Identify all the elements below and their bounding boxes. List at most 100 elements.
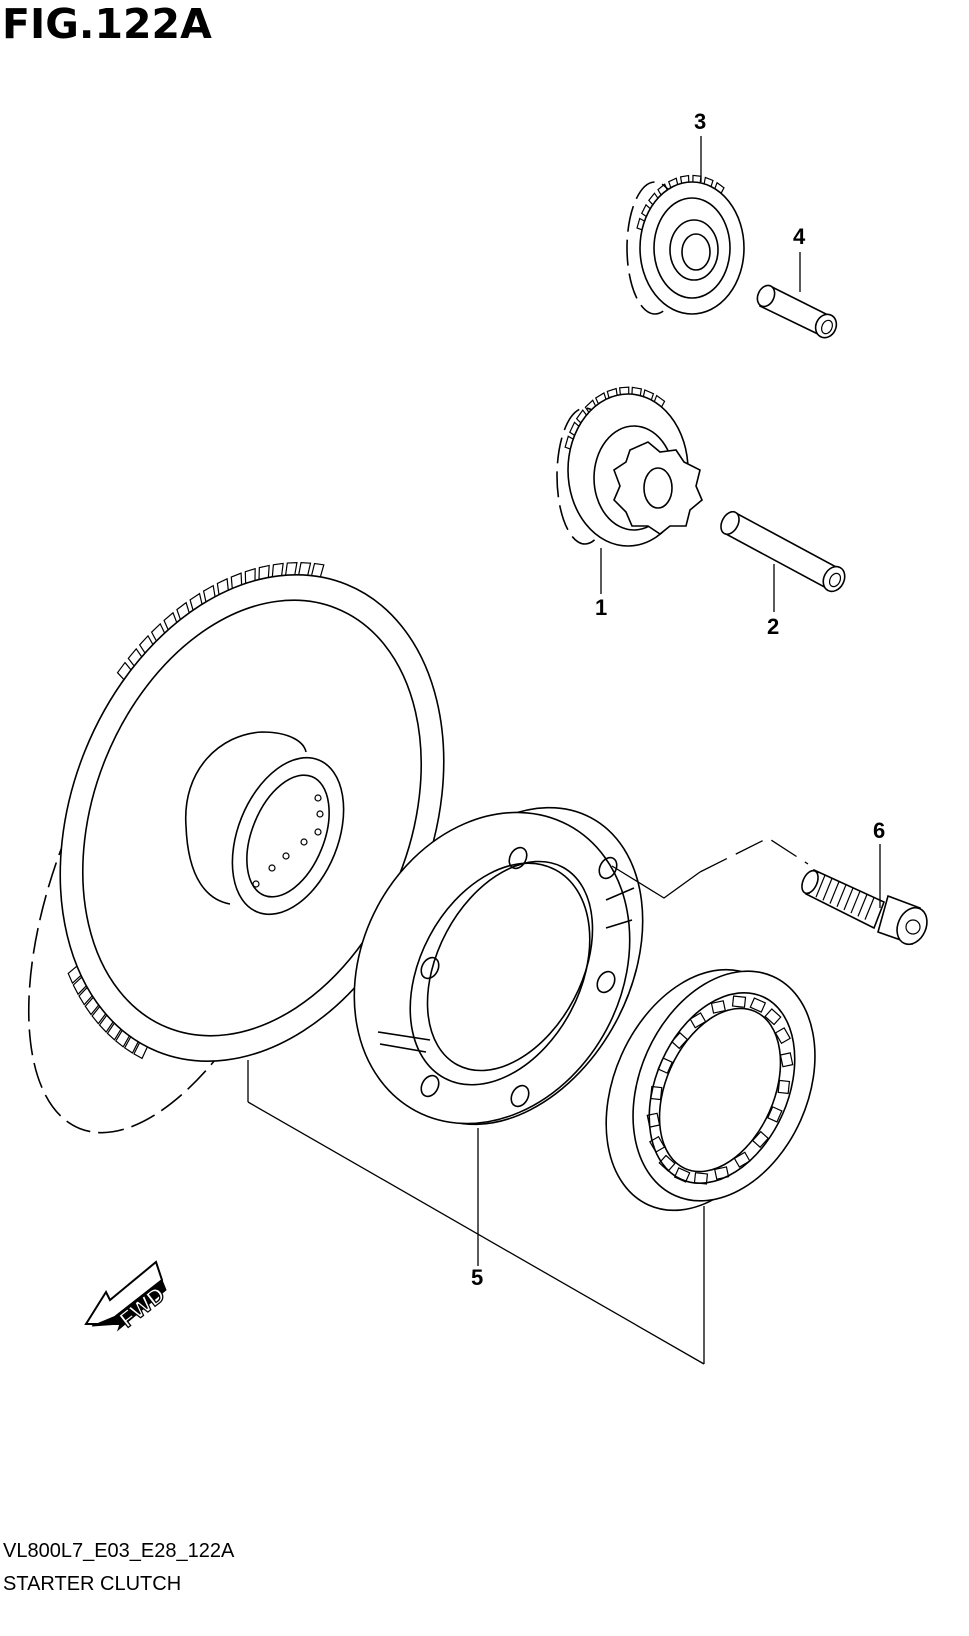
gear-tooth <box>98 1014 114 1034</box>
one-way-clutch[interactable] <box>570 940 849 1240</box>
gear-tooth <box>244 567 256 584</box>
gear-tooth <box>133 1042 148 1060</box>
gear-tooth <box>298 562 312 576</box>
shaft-short[interactable] <box>754 283 840 341</box>
callout-3: 3 <box>694 109 706 134</box>
callout-2: 2 <box>767 614 779 639</box>
bolt-thread <box>822 878 833 901</box>
clutch-roller <box>774 1027 791 1045</box>
clutch-roller <box>646 1112 661 1128</box>
gear-icon <box>556 386 703 547</box>
gear-tooth <box>176 601 190 620</box>
gear-tooth <box>115 1030 130 1048</box>
clutch-roller <box>749 997 767 1013</box>
gear-tooth <box>631 386 643 396</box>
clutch-roller <box>733 1151 751 1168</box>
figure-title: FIG.122A <box>2 0 212 48</box>
bolt-icon <box>801 868 928 946</box>
clutch-roller <box>731 995 747 1008</box>
gear-tooth <box>150 622 166 642</box>
gear-tooth <box>230 572 243 589</box>
callout-5: 5 <box>471 1265 483 1290</box>
gear-tooth <box>84 996 100 1016</box>
gear-tooth <box>657 183 668 196</box>
ring-icon <box>353 806 644 1126</box>
clutch-roller <box>710 1000 727 1014</box>
bolt-thread <box>857 894 868 917</box>
gear-tooth <box>258 564 270 580</box>
callout-1: 1 <box>595 595 607 620</box>
gear-tooth <box>138 634 154 654</box>
bearing-icon <box>605 968 816 1212</box>
idle-gear-no2[interactable] <box>626 174 745 315</box>
gear-tooth <box>636 217 645 231</box>
pin-icon <box>720 510 846 593</box>
clutch-roller <box>777 1079 791 1095</box>
clutch-roller <box>649 1135 666 1153</box>
gear-tooth <box>618 386 630 395</box>
fwd-direction-marker: FWD <box>84 1260 170 1333</box>
gear-tooth <box>642 389 655 401</box>
gear-tooth <box>564 435 574 450</box>
callout-labels: 3 4 1 2 6 5 <box>471 109 885 1290</box>
clutch-roller <box>670 1031 689 1050</box>
gear-tooth <box>714 181 725 194</box>
gear-tooth <box>67 965 82 985</box>
clutch-roller <box>673 1167 691 1183</box>
clutch-roller <box>658 1154 676 1172</box>
gear-tooth <box>271 562 284 577</box>
gear-tooth <box>72 976 87 996</box>
shaft-long[interactable] <box>717 509 849 596</box>
clutch-roller <box>657 1057 673 1074</box>
gear-tooth <box>648 192 659 206</box>
gear-tooth <box>667 177 679 188</box>
gear-tooth <box>106 1022 122 1041</box>
gear-tooth <box>569 421 580 436</box>
clutch-roller <box>779 1052 794 1068</box>
gear-tooth <box>310 562 325 578</box>
gear-tooth <box>653 394 666 408</box>
gear-tooth <box>679 174 690 184</box>
gear-tooth <box>116 661 132 680</box>
gear-icon <box>626 174 745 315</box>
bolt-thread <box>843 887 854 911</box>
gear-tooth <box>606 387 618 399</box>
callout-4: 4 <box>793 224 806 249</box>
gear-tooth <box>703 176 714 187</box>
starter-clutch-body[interactable] <box>301 762 695 1172</box>
gear-tooth <box>91 1006 107 1025</box>
clutch-roller <box>767 1106 783 1123</box>
clutch-roller <box>764 1008 782 1026</box>
gear-tooth <box>640 203 651 218</box>
clutch-roller <box>713 1166 730 1180</box>
bolt-thread <box>850 890 861 914</box>
gear-tooth <box>78 987 93 1006</box>
pin-icon <box>756 284 838 339</box>
gear-tooth <box>584 399 597 413</box>
gear-tooth <box>189 592 203 611</box>
gear-tooth <box>202 584 216 603</box>
leader-lines <box>247 136 881 1365</box>
gear-tooth <box>285 562 298 576</box>
idle-gear-no1[interactable] <box>556 386 703 547</box>
arrow-icon <box>84 1260 167 1332</box>
gear-tooth <box>575 409 587 424</box>
clutch-roller <box>751 1130 770 1149</box>
bolt-thread <box>864 897 875 920</box>
clutch-roller <box>693 1172 709 1185</box>
gear-tooth <box>594 392 607 405</box>
bolt[interactable] <box>799 868 933 949</box>
gear-tooth <box>216 577 229 595</box>
gear-tooth <box>163 611 178 631</box>
figure-name: STARTER CLUTCH <box>3 1573 182 1595</box>
callout-6: 6 <box>873 818 885 843</box>
figure-code: VL800L7_E03_E28_122A <box>3 1540 235 1562</box>
bolt-thread <box>829 881 840 904</box>
clutch-roller <box>689 1012 707 1029</box>
large-gear-icon <box>27 562 445 1134</box>
gear-tooth <box>127 647 143 667</box>
clutch-roller <box>649 1085 663 1101</box>
starter-clutch-gear[interactable] <box>0 517 513 1174</box>
